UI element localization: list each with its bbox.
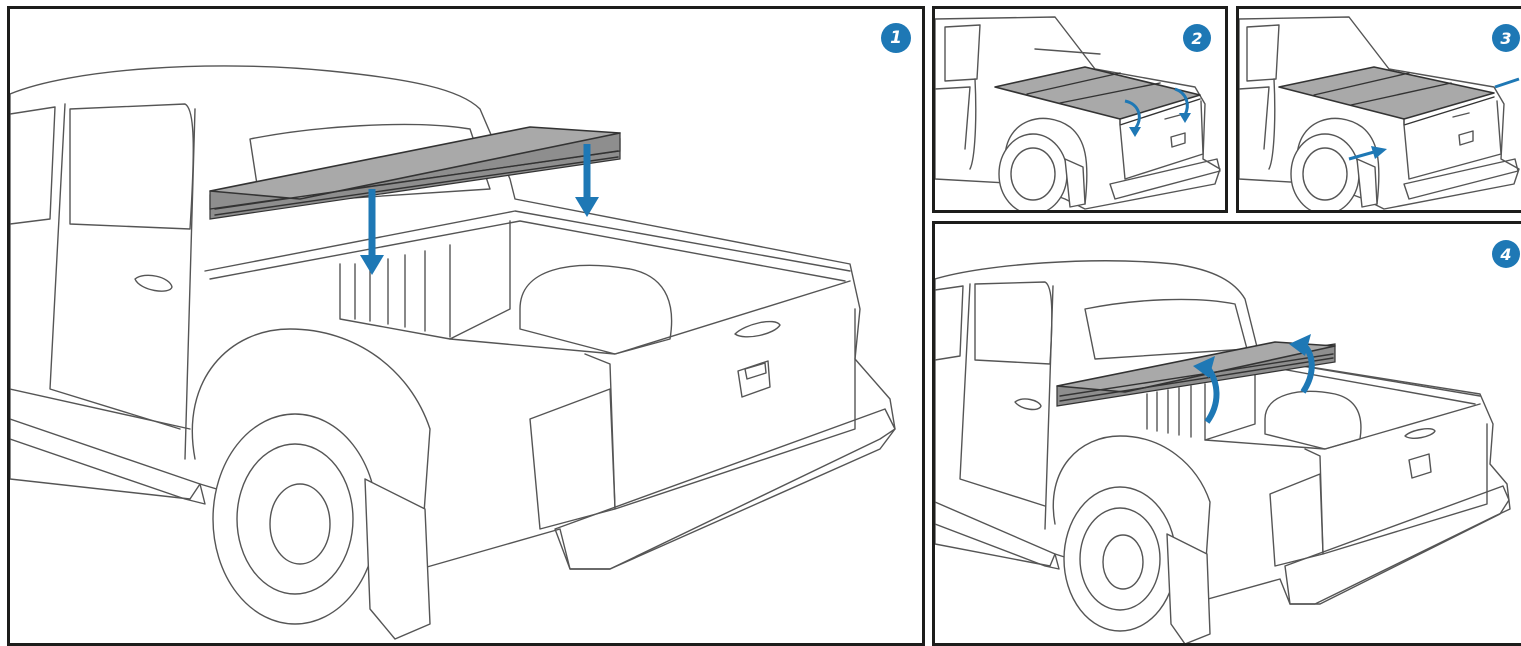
step-3-panel: 3 xyxy=(1236,6,1521,213)
right-arrow-icon xyxy=(1348,146,1387,161)
step-number-label: 2 xyxy=(1191,28,1203,48)
step-number-badge: 4 xyxy=(1492,240,1520,268)
step-number-label: 4 xyxy=(1500,244,1512,264)
down-arrow-icon xyxy=(360,189,384,275)
curved-arrow-icon xyxy=(1124,99,1141,137)
step-2-panel: 2 xyxy=(932,6,1228,213)
step-number-badge: 3 xyxy=(1492,24,1520,52)
step-number-badge: 2 xyxy=(1183,24,1211,52)
truck-illustration-step-1 xyxy=(10,65,896,640)
curved-arrow-icon xyxy=(1174,87,1191,123)
truck-illustration-step-4 xyxy=(935,260,1511,643)
truck-illustration-step-2 xyxy=(935,16,1221,210)
truck-illustration-step-3 xyxy=(1239,16,1520,210)
curved-up-arrow-icon xyxy=(1289,334,1315,394)
step-4-panel: 4 xyxy=(932,221,1521,646)
step-number-label: 1 xyxy=(890,28,902,48)
step-1-panel: 1 xyxy=(7,6,925,646)
step-number-label: 3 xyxy=(1500,28,1512,48)
curved-up-arrow-icon xyxy=(1193,356,1220,424)
right-arrow-icon xyxy=(1494,77,1520,89)
down-arrow-icon xyxy=(575,144,599,217)
step-number-badge: 1 xyxy=(881,23,911,53)
